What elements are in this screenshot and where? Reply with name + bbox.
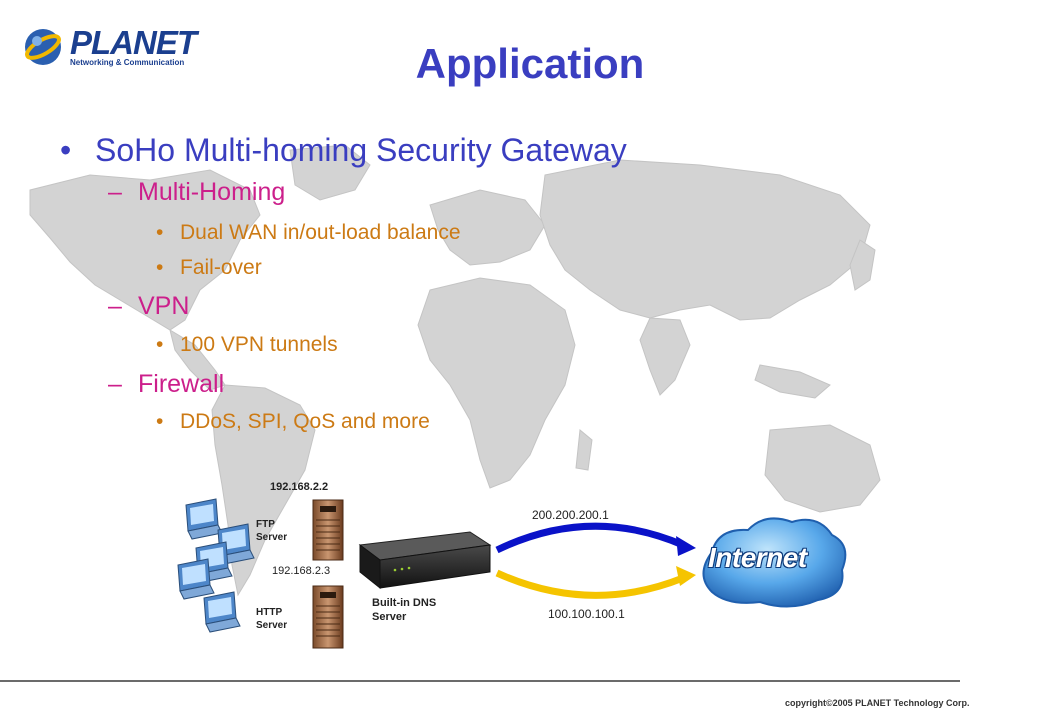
footer-divider bbox=[0, 680, 960, 682]
http-server-tower-icon bbox=[312, 585, 344, 649]
bullet-level3-marker: • bbox=[156, 333, 164, 356]
dash-marker: – bbox=[108, 292, 122, 320]
section-heading-vpn: VPN bbox=[138, 292, 190, 320]
ftp-server-label: FTP Server bbox=[256, 519, 288, 543]
item-ddos-spi-qos: DDoS, SPI, QoS and more bbox=[180, 410, 430, 433]
wan2-link-arrow bbox=[495, 569, 685, 599]
bullet-level1-text: SoHo Multi-homing Security Gateway bbox=[95, 132, 627, 168]
http-server-ip-label: 192.168.2.3 bbox=[272, 565, 331, 577]
workstation-pc-icon bbox=[185, 498, 223, 540]
section-heading-firewall: Firewall bbox=[138, 370, 225, 398]
item-fail-over: Fail-over bbox=[180, 256, 262, 279]
internet-label: Internet bbox=[708, 542, 807, 573]
ftp-server-tower-icon bbox=[312, 499, 344, 561]
wan1-link-arrow bbox=[495, 522, 685, 554]
wan2-arrowhead-icon bbox=[676, 566, 696, 586]
dash-marker: – bbox=[108, 370, 122, 398]
wan1-ip-label: 200.200.200.1 bbox=[532, 508, 609, 522]
bullet-level3-marker: • bbox=[156, 410, 164, 433]
slide-title: Application bbox=[415, 40, 645, 87]
item-dual-wan: Dual WAN in/out-load balance bbox=[180, 221, 461, 244]
network-diagram bbox=[177, 498, 847, 649]
footer-copyright: copyright©2005 PLANET Technology Corp. bbox=[785, 698, 970, 708]
planet-globe-icon bbox=[25, 29, 61, 65]
bullet-level3-marker: • bbox=[156, 221, 164, 244]
security-gateway-device-icon bbox=[358, 531, 492, 590]
dash-marker: – bbox=[108, 178, 122, 206]
workstation-pc-icon bbox=[177, 558, 215, 600]
section-heading-multihoming: Multi-Homing bbox=[138, 178, 286, 206]
planet-logo: PLANET Networking & Communication bbox=[22, 22, 197, 72]
item-vpn-tunnels: 100 VPN tunnels bbox=[180, 333, 338, 356]
planet-logo-tagline: Networking & Communication bbox=[70, 58, 185, 67]
bullet-level3-marker: • bbox=[156, 256, 164, 279]
workstation-pc-icon bbox=[203, 591, 241, 633]
gateway-dns-label: Built-in DNS Server bbox=[372, 597, 437, 623]
ftp-server-ip-label: 192.168.2.2 bbox=[270, 481, 329, 493]
world-map-background bbox=[29, 144, 881, 597]
internet-cloud-icon bbox=[702, 517, 847, 608]
wan2-ip-label: 100.100.100.1 bbox=[548, 607, 625, 621]
planet-logo-text: PLANET bbox=[70, 24, 197, 61]
wan1-arrowhead-icon bbox=[676, 536, 696, 556]
http-server-label: HTTP Server bbox=[256, 607, 288, 631]
bullet-level1-marker: • bbox=[60, 132, 72, 168]
